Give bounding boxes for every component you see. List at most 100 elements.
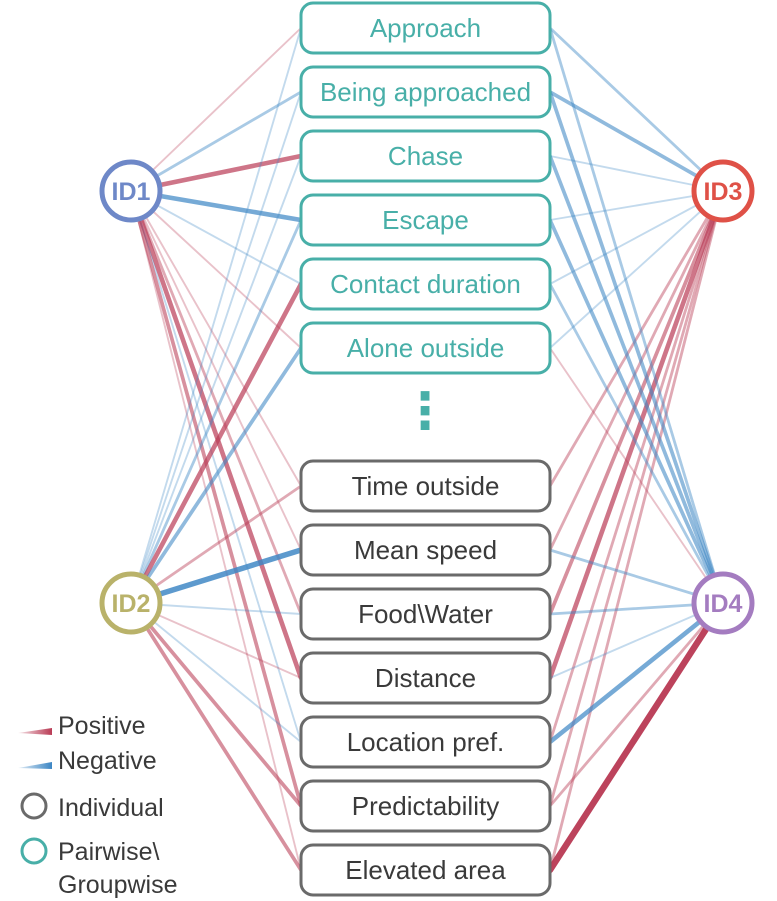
legend-positive-label: Positive (58, 712, 146, 740)
id2-node-circle (99, 571, 163, 635)
edge-id2-3-negative (129, 218, 303, 605)
edge-id4-1-negative (548, 90, 725, 605)
id4-node-circle (691, 571, 755, 635)
edge-id1-4-negative (130, 190, 302, 285)
edge-id4-5-positive (549, 347, 724, 604)
feature-label: Contact duration (330, 269, 521, 299)
feature-label: Predictability (352, 791, 499, 821)
feature-label: Food\Water (358, 599, 493, 629)
pairwise-feature-box: Chase (299, 129, 552, 183)
edge-id3-12-positive (548, 189, 725, 872)
edge-id3-1-negative (548, 90, 725, 193)
feature-box-frame (299, 523, 552, 577)
legend: Positive Negative Individual Pairwise\ G… (18, 712, 178, 899)
pairwise-feature-box: Approach (299, 1, 552, 55)
feature-box-frame (299, 65, 552, 119)
legend-pairwise-label-line2: Groupwise (58, 871, 178, 899)
connection-edges (128, 26, 727, 874)
id3-node: ID3 (691, 159, 755, 223)
edge-id3-9-positive (547, 188, 726, 681)
legend-individual-swatch (20, 792, 48, 820)
feature-box-frame (299, 129, 552, 183)
legend-individual-label: Individual (58, 794, 164, 822)
edge-id3-6-positive (548, 189, 725, 488)
edge-id1-9-positive (128, 188, 304, 681)
individual-feature-box: Time outside (299, 459, 552, 513)
id1-node: ID1 (99, 159, 163, 223)
edge-id1-6-positive (130, 190, 302, 487)
edge-id3-10-positive (548, 189, 725, 744)
pairwise-feature-box: Escape (299, 193, 552, 247)
edge-id4-0-negative (548, 26, 725, 605)
edge-id2-10-negative (130, 602, 302, 743)
legend-positive-swatch (18, 728, 52, 735)
id2-node: ID2 (99, 571, 163, 635)
edge-id3-7-positive (548, 189, 725, 552)
edge-id1-1-negative (129, 90, 303, 193)
feature-label: Distance (375, 663, 476, 693)
edge-id3-0-negative (548, 26, 725, 193)
feature-box-frame (299, 1, 552, 55)
edge-id1-0-positive (130, 27, 302, 192)
feature-box-frame (299, 321, 552, 375)
feature-label: Being approached (320, 77, 531, 107)
individual-feature-box: Food\Water (299, 587, 552, 641)
edge-id1-11-positive (129, 189, 303, 808)
edge-id4-11-positive (548, 601, 725, 808)
feature-box-frame (299, 587, 552, 641)
edge-id1-8-positive (129, 189, 303, 616)
pairwise-feature-box: Alone outside (299, 321, 552, 375)
edge-id3-8-positive (548, 189, 725, 616)
feature-box-frame (299, 459, 552, 513)
feature-box-frame (299, 779, 552, 833)
edge-id2-4-positive (128, 281, 304, 606)
id1-node-circle (99, 159, 163, 223)
edge-id1-5-positive (130, 190, 302, 349)
id4-node: ID4 (691, 571, 755, 635)
feature-label: Time outside (352, 471, 500, 501)
edge-id4-10-negative (547, 600, 726, 745)
edge-id2-6-positive (129, 484, 303, 605)
individual-feature-box: Predictability (299, 779, 552, 833)
edge-id3-11-positive (548, 189, 725, 808)
individual-feature-box: Location pref. (299, 715, 552, 769)
edge-id3-4-negative (549, 190, 724, 285)
feature-label: Mean speed (354, 535, 497, 565)
feature-label: Chase (388, 141, 463, 171)
edge-id1-7-positive (130, 190, 302, 551)
edge-id2-11-positive (129, 601, 303, 808)
edge-id3-5-negative (549, 190, 724, 349)
edge-id2-2-negative (130, 155, 302, 604)
legend-negative-swatch (18, 762, 52, 769)
edge-id4-12-positive (546, 599, 727, 874)
feature-label: Approach (370, 13, 481, 43)
pairwise-feature-box: Contact duration (299, 257, 552, 311)
feature-box-frame (299, 651, 552, 705)
individual-feature-box: Mean speed (299, 523, 552, 577)
edge-id2-12-positive (129, 601, 303, 872)
id3-node-circle (691, 159, 755, 223)
id3-node-label: ID3 (704, 178, 743, 206)
edge-id4-2-negative (548, 154, 725, 605)
id1-node-label: ID1 (112, 178, 151, 206)
id2-node-label: ID2 (112, 590, 151, 618)
edge-id2-0-negative (130, 27, 302, 604)
feature-box-frame (299, 843, 552, 897)
individual-feature-box: Elevated area (299, 843, 552, 897)
feature-label: Elevated area (345, 855, 506, 885)
feature-label: Alone outside (347, 333, 505, 363)
edge-id4-4-negative (548, 282, 725, 605)
pairwise-feature-box: Being approached (299, 65, 552, 119)
individual-feature-box: Distance (299, 651, 552, 705)
edge-id2-5-negative (129, 346, 303, 605)
feature-box-frame (299, 257, 552, 311)
feature-label: Escape (382, 205, 469, 235)
feature-box-frame (299, 193, 552, 247)
id4-node-label: ID4 (704, 590, 743, 618)
edge-id4-3-negative (548, 218, 725, 605)
feature-label: Location pref. (347, 727, 505, 757)
edge-id2-1-negative (130, 91, 302, 604)
